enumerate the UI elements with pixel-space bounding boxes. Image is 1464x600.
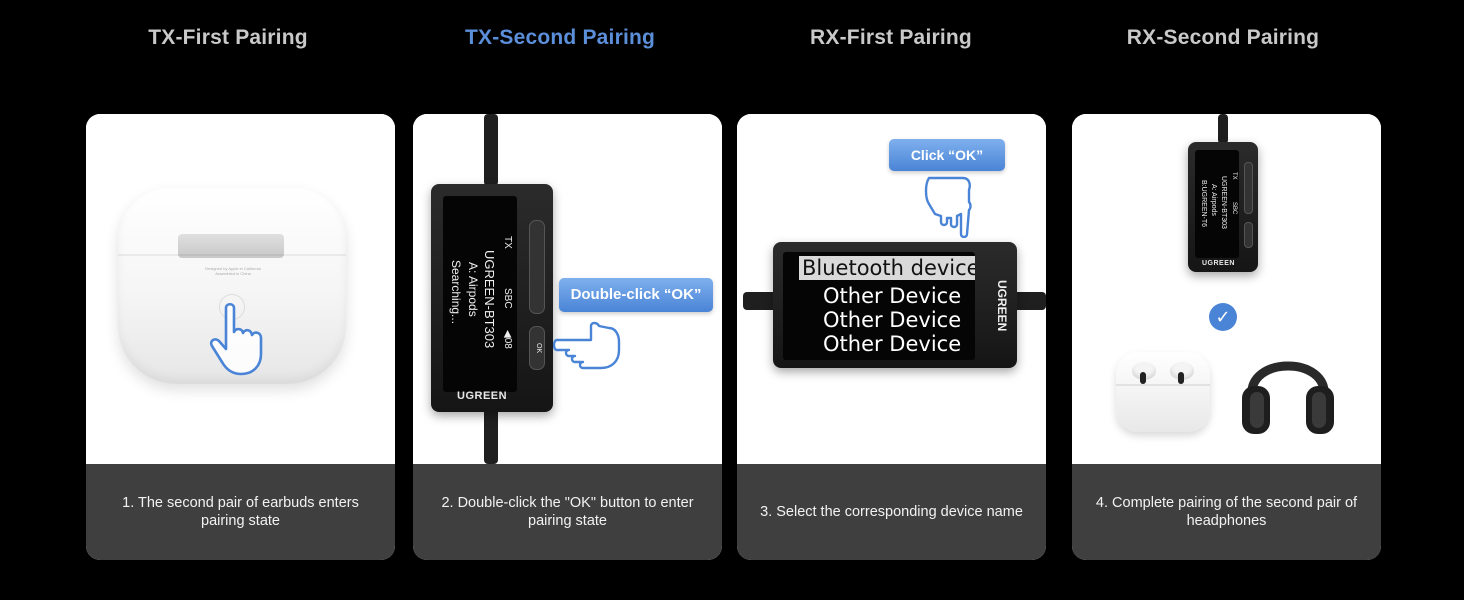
screen-codec: SBC — [502, 288, 513, 309]
case-engraving: Designed by Apple in California Assemble… — [205, 266, 261, 276]
headphones-icon — [1242, 361, 1334, 434]
menu-item: Other Device — [823, 308, 962, 332]
heading-rx-second: RX-Second Pairing — [1126, 26, 1320, 49]
right-cable — [1013, 292, 1046, 310]
heading-rx-first: RX-First Pairing — [810, 26, 972, 49]
small-screen-model: UGREEN-BT303 — [1220, 176, 1227, 229]
menu-item-selected: Bluetooth device — [799, 256, 975, 280]
case-hinge — [178, 234, 284, 258]
check-icon: ✓ — [1209, 303, 1237, 331]
screen-model: UGREEN-BT303 — [482, 250, 497, 349]
screen-mode: TX — [502, 236, 513, 249]
menu-item: Other Device — [823, 332, 962, 356]
case-lid-line — [1116, 384, 1210, 386]
step-card-2: TX SBC ◀08 UGREEN-BT303 A: Airpods Searc… — [413, 114, 722, 560]
step-card-4: TX SBC UGREEN-BT303 A: Airpods B:UGREEN-… — [1072, 114, 1381, 560]
earbud-stem-left — [1140, 372, 1146, 384]
small-ok-button — [1244, 222, 1253, 248]
top-cable — [484, 114, 498, 186]
step-card-3: Bluetooth device Other Device Other Devi… — [737, 114, 1046, 560]
transmitter-device: TX SBC ◀08 UGREEN-BT303 A: Airpods Searc… — [431, 184, 553, 412]
receiver-brand-label: UGREEN — [995, 280, 1009, 332]
bottom-cable — [484, 404, 498, 464]
screen-status: Searching... — [449, 260, 463, 325]
small-rocker — [1244, 162, 1253, 214]
screen-slot-a: A: Airpods — [466, 262, 480, 317]
small-screen: TX SBC UGREEN-BT303 A: Airpods B:UGREEN-… — [1195, 150, 1239, 258]
step-2-visual: TX SBC ◀08 UGREEN-BT303 A: Airpods Searc… — [413, 114, 722, 464]
ok-button-label: OK — [535, 343, 542, 354]
pointing-hand-icon — [553, 321, 621, 370]
menu-item: Other Device — [823, 284, 962, 308]
step-2-caption: 2. Double-click the "OK" button to enter… — [413, 464, 722, 560]
heading-tx-first: TX-First Pairing — [148, 26, 308, 49]
pointing-hand-icon — [924, 176, 972, 238]
earbud-left — [1132, 362, 1156, 380]
earbud-stem-right — [1178, 372, 1184, 384]
step-card-1: Designed by Apple in California Assemble… — [86, 114, 395, 560]
ok-button: OK — [529, 326, 545, 370]
step-3-visual: Bluetooth device Other Device Other Devi… — [737, 114, 1046, 464]
pointing-hand-icon — [209, 302, 263, 376]
device-brand: UGREEN — [457, 390, 508, 402]
double-click-callout: Double-click “OK” — [559, 278, 713, 312]
screen-volume: ◀08 — [502, 330, 513, 349]
step-1-caption: 1. The second pair of earbuds enters pai… — [86, 464, 395, 560]
top-cable — [1218, 114, 1228, 144]
earbud-right — [1170, 362, 1194, 380]
earbuds-case-icon — [1116, 352, 1210, 432]
small-screen-mode: TX — [1231, 172, 1237, 180]
case-lid-line — [118, 254, 346, 256]
small-screen-slot-b: B:UGREEN-T6 — [1200, 180, 1207, 228]
left-cable — [743, 292, 777, 310]
volume-rocker — [529, 220, 545, 314]
device-screen: TX SBC ◀08 UGREEN-BT303 A: Airpods Searc… — [443, 196, 517, 392]
step-1-visual: Designed by Apple in California Assemble… — [86, 114, 395, 464]
step-4-visual: TX SBC UGREEN-BT303 A: Airpods B:UGREEN-… — [1072, 114, 1381, 464]
step-4-caption: 4. Complete pairing of the second pair o… — [1072, 464, 1381, 560]
receiver-device: Bluetooth device Other Device Other Devi… — [773, 242, 1017, 368]
receiver-screen: Bluetooth device Other Device Other Devi… — [783, 252, 975, 360]
step-3-caption: 3. Select the corresponding device name — [737, 464, 1046, 560]
small-screen-codec: SBC — [1231, 202, 1237, 215]
heading-tx-second: TX-Second Pairing — [464, 26, 656, 49]
small-device-brand: UGREEN — [1202, 260, 1235, 267]
click-ok-callout: Click “OK” — [889, 139, 1005, 171]
transmitter-device-small: TX SBC UGREEN-BT303 A: Airpods B:UGREEN-… — [1188, 142, 1258, 272]
small-screen-slot-a: A: Airpods — [1210, 184, 1217, 216]
